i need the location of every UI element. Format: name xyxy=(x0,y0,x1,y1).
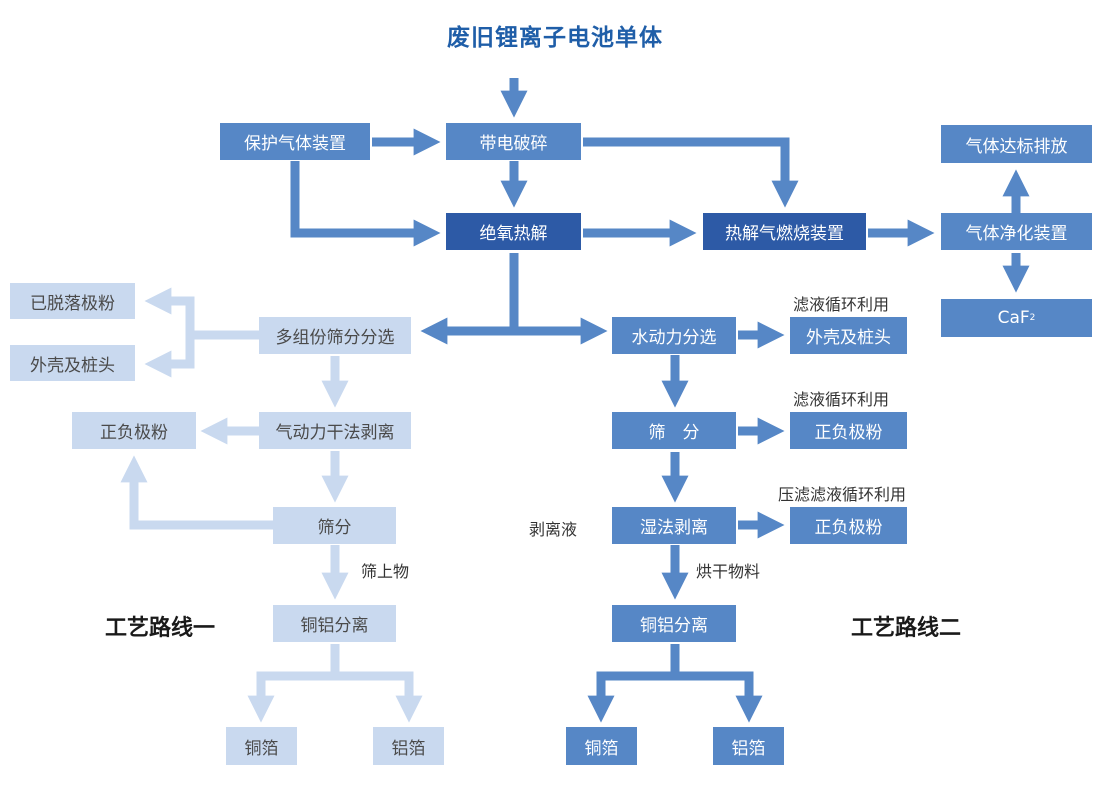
label-dried-material: 烘干物料 xyxy=(696,562,761,581)
detached-powder-box: 已脱落极粉 xyxy=(10,283,135,319)
cu-foil-left-box: 铜箔 xyxy=(226,727,297,765)
arrow-cual-left-to-al xyxy=(335,671,423,723)
diagram-title: 废旧锂离子电池单体 xyxy=(447,25,663,51)
label-strip-liquid: 剥离液 xyxy=(529,520,578,539)
caf2-base: CaF xyxy=(997,308,1030,328)
pyrolysis-box: 绝氧热解 xyxy=(446,213,581,250)
gas-purify-box: 气体净化装置 xyxy=(941,213,1092,250)
cu-foil-right-box: 铜箔 xyxy=(566,727,637,765)
water-sep-box: 水动力分选 xyxy=(612,317,736,354)
label-filtrate-recycle-2: 滤液循环利用 xyxy=(793,390,890,409)
gas-emission-box: 气体达标排放 xyxy=(941,125,1092,163)
screen-left-box: 筛分 xyxy=(273,507,396,544)
arrow-protect-to-pyrolysis xyxy=(290,161,441,247)
gas-burn-box: 热解气燃烧装置 xyxy=(703,213,866,250)
screen-right-box: 筛 分 xyxy=(612,412,736,449)
label-filtrate-recycle-1: 滤液循环利用 xyxy=(793,295,890,314)
al-foil-left-box: 铝箔 xyxy=(373,727,444,765)
wet-strip-box: 湿法剥离 xyxy=(612,507,736,544)
label-screen-oversize: 筛上物 xyxy=(361,562,410,581)
pos-neg-powder-left-box: 正负极粉 xyxy=(72,412,196,449)
arrow-cual-right-to-cu xyxy=(587,671,675,723)
air-strip-box: 气动力干法剥离 xyxy=(259,412,411,449)
arrow-multi-to-detached xyxy=(144,287,260,340)
arrow-cual-left-to-cu xyxy=(247,671,335,723)
arrow-screen-to-powder-left xyxy=(120,455,273,530)
arrow-crush-to-gasburn xyxy=(583,137,799,208)
al-foil-right-box: 铝箔 xyxy=(713,727,784,765)
label-press-filtrate-recycle: 压滤滤液循环利用 xyxy=(778,485,907,504)
shell-pole-right-box: 外壳及桩头 xyxy=(790,317,907,354)
cu-al-sep-right-box: 铜铝分离 xyxy=(612,605,736,642)
multi-screen-box: 多组份筛分分选 xyxy=(259,317,411,354)
pos-neg-powder-right1-box: 正负极粉 xyxy=(790,412,907,449)
shell-pole-left-box: 外壳及桩头 xyxy=(10,345,135,381)
arrow-multi-to-shell xyxy=(144,335,195,378)
crush-box: 带电破碎 xyxy=(446,123,581,160)
caf2-subscript: 2 xyxy=(1029,313,1036,323)
route-one-label: 工艺路线一 xyxy=(105,616,216,641)
cu-al-sep-left-box: 铜铝分离 xyxy=(273,605,396,642)
arrow-cual-right-to-al xyxy=(675,671,763,723)
protect-gas-box: 保护气体装置 xyxy=(220,123,370,160)
route-two-label: 工艺路线二 xyxy=(851,616,962,641)
pos-neg-powder-right2-box: 正负极粉 xyxy=(790,507,907,544)
